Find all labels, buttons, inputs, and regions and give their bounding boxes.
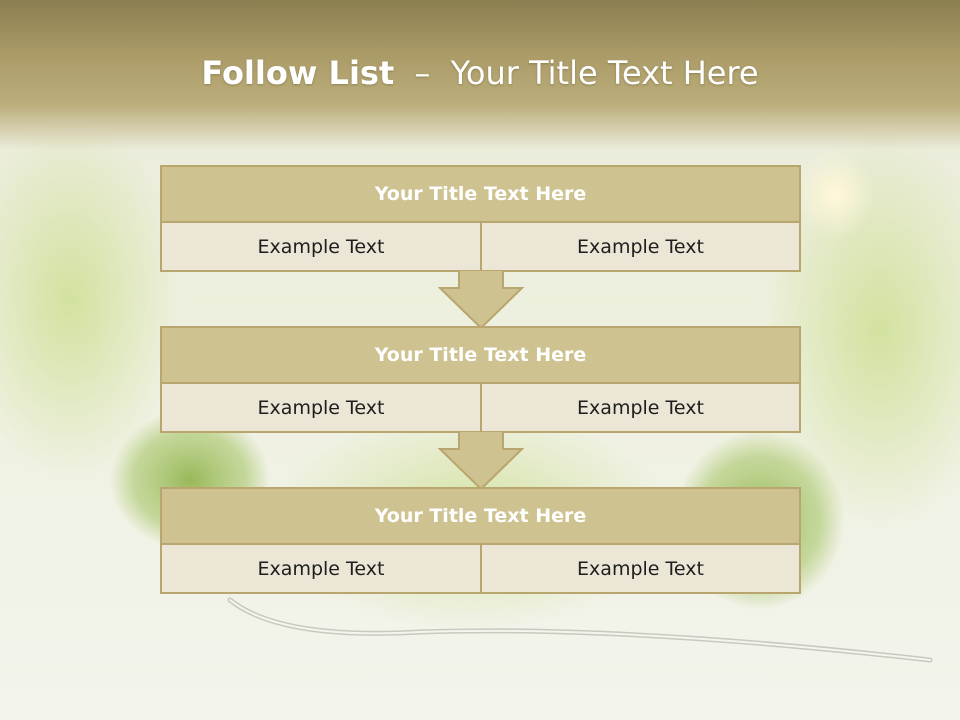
step-card-3: Your Title Text Here Example Text Exampl…: [160, 487, 801, 594]
down-arrow-icon: [438, 431, 524, 491]
title-rest: Your Title Text Here: [450, 54, 759, 92]
step-cell-right: Example Text: [480, 543, 801, 594]
step-cell-right: Example Text: [480, 382, 801, 433]
header-band: [0, 0, 960, 150]
down-arrow-icon: [438, 270, 524, 330]
step-cell-right: Example Text: [480, 221, 801, 272]
step-cell-left: Example Text: [160, 221, 482, 272]
step-cell-left: Example Text: [160, 543, 482, 594]
slide-title: Follow List – Your Title Text Here: [0, 54, 960, 92]
title-separator: –: [414, 54, 431, 92]
step-title: Your Title Text Here: [160, 487, 801, 545]
title-bold: Follow List: [201, 54, 395, 92]
step-card-1: Your Title Text Here Example Text Exampl…: [160, 165, 801, 272]
step-title: Your Title Text Here: [160, 165, 801, 223]
step-cell-left: Example Text: [160, 382, 482, 433]
step-card-2: Your Title Text Here Example Text Exampl…: [160, 326, 801, 433]
step-title: Your Title Text Here: [160, 326, 801, 384]
